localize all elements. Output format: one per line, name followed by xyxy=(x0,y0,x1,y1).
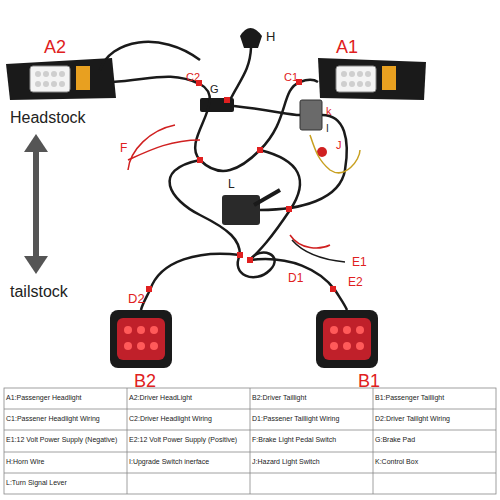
table-cell: C1:Passener Headlight Wiring xyxy=(6,415,125,423)
callout-letter: A2 xyxy=(44,38,66,56)
table-cell: G:Brake Pad xyxy=(375,436,494,444)
junction-marks xyxy=(146,79,336,292)
passenger-taillight xyxy=(316,310,378,368)
table-cell: A1:Passenger Headlight xyxy=(6,394,125,402)
signal-wires xyxy=(128,125,360,262)
table-cell: D1:Passener Taillight Wiring xyxy=(252,415,371,423)
turn-signal-lever xyxy=(222,190,280,225)
callout-letter: C2 xyxy=(186,72,200,83)
passenger-headlight xyxy=(318,58,426,100)
table-cell: K:Control Box xyxy=(375,458,494,466)
driver-headlight xyxy=(6,58,116,100)
table-cell: D2:Driver Taillght Wiring xyxy=(375,415,494,423)
table-cell: C2:Driver Headlight Wiring xyxy=(129,415,248,423)
callout-letter: E1 xyxy=(352,256,367,268)
driver-taillight xyxy=(110,310,172,368)
callout-letter: L xyxy=(228,178,235,190)
callout-letter: H xyxy=(266,30,275,43)
callout-letter: A1 xyxy=(336,38,358,56)
callout-letter: C1 xyxy=(284,72,298,83)
callout-letter: D1 xyxy=(288,272,303,284)
control-box xyxy=(300,100,322,130)
axis-label: tailstock xyxy=(10,284,68,300)
callout-letter: G xyxy=(210,84,219,95)
callout-letter: B2 xyxy=(134,372,156,390)
table-cell: B2:Driver Taillight xyxy=(252,394,371,402)
callout-letter: E2 xyxy=(348,276,363,288)
wire-harness xyxy=(100,42,347,310)
table-grid xyxy=(4,388,496,494)
table-cell: E1:12 Volt Power Supply (Negative) xyxy=(6,436,125,444)
table-cell: B1:Passenger Taillight xyxy=(375,394,494,402)
table-cell: L:Turn Signal Lever xyxy=(6,479,125,487)
horn xyxy=(240,28,262,48)
table-cell: F:Brake Light Pedal Switch xyxy=(252,436,371,444)
direction-arrow xyxy=(33,150,39,258)
brake-pad xyxy=(200,98,234,112)
callout-letter: I xyxy=(326,124,329,134)
arrow-head xyxy=(24,256,48,274)
table-cell: I:Upgrade Switch inerface xyxy=(129,458,248,466)
arrow-head xyxy=(24,134,48,152)
axis-label: Headstock xyxy=(10,110,86,126)
callout-letter: J xyxy=(336,140,342,151)
callout-letter: D2 xyxy=(128,292,145,305)
callout-letter: F xyxy=(120,142,127,154)
table-cell: E2:12 Volt Power Supply (Positive) xyxy=(129,436,248,444)
callout-letter: B1 xyxy=(358,372,380,390)
table-cell: J:Hazard Light Switch xyxy=(252,458,371,466)
callout-letter: k xyxy=(326,106,332,117)
table-cell: A2:Driver HeadLight xyxy=(129,394,248,402)
table-cell: H:Horn Wire xyxy=(6,458,125,466)
